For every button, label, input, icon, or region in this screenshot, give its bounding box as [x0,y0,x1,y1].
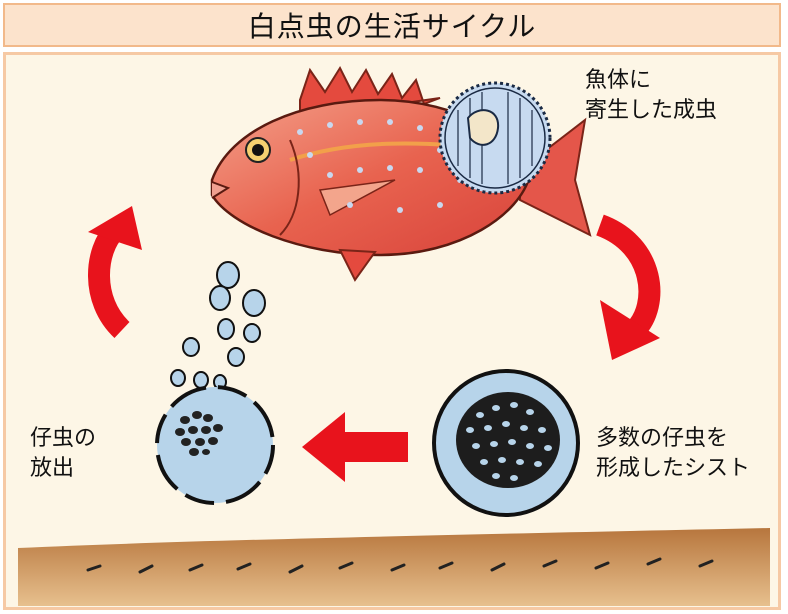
release-label-line1: 仔虫の [30,426,97,451]
figure-title: 白点虫の生活サイクル [247,10,537,43]
figure-title-bar: 白点虫の生活サイクル [3,3,781,47]
release-stage-label: 仔虫の 放出 [30,424,96,484]
adult-label-line1: 魚体に [585,68,652,93]
released-larvae [170,261,266,390]
cyst-label-line2: 形成したシスト [596,456,751,481]
cyst-stage-label: 多数の仔虫を 形成したシスト [596,424,750,484]
arrow-cyst-to-release [302,412,408,482]
cyst-label-line1: 多数の仔虫を [596,426,729,451]
arrow-release-to-fish [88,206,142,339]
adult-stage-label: 魚体に 寄生した成虫 [585,66,717,126]
adult-parasite-illustration [438,81,552,195]
cyst-illustration [432,369,580,517]
sediment-layer [18,528,770,606]
arrow-fish-to-cyst [595,214,661,360]
release-label-line2: 放出 [30,456,75,481]
releasing-cyst-illustration [155,385,275,505]
adult-label-line2: 寄生した成虫 [585,98,718,123]
